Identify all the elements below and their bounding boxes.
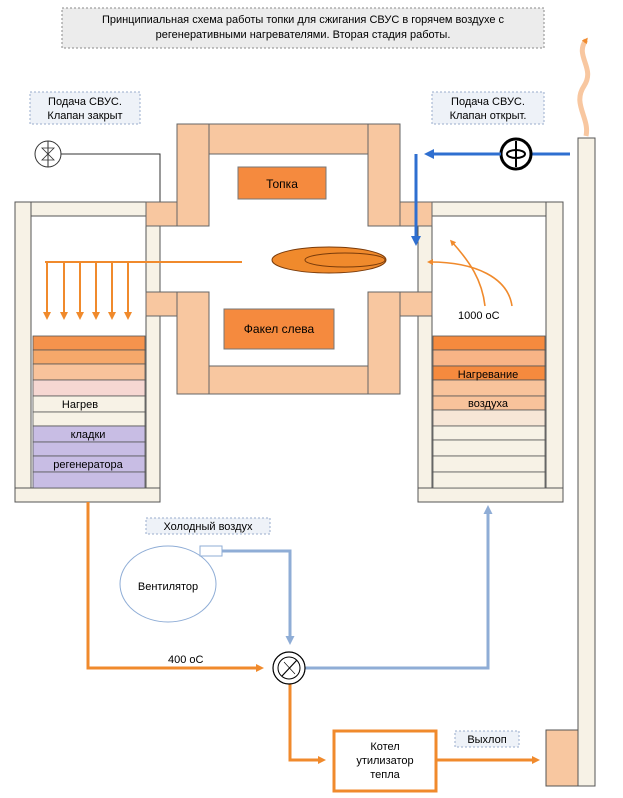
- three-way-valve-icon: [272, 651, 306, 685]
- cold-air-label-box: Холодный воздух: [145, 517, 271, 535]
- outer-casing: [14, 201, 564, 503]
- furnace-label-box: Топка: [237, 166, 327, 200]
- feed-left-line-1: Подача СВУС.: [48, 96, 122, 108]
- left-regen-line-2: кладки: [71, 429, 106, 441]
- valve-closed-icon: [34, 140, 161, 202]
- chimney: [577, 37, 596, 787]
- feed-left-line-2: Клапан закрыт: [47, 110, 122, 122]
- temp-hot-label: 1000 оС: [458, 310, 500, 322]
- chimney-base: [545, 729, 579, 787]
- flame-label: Факел слева: [244, 322, 315, 336]
- title-box: Принципиальная схема работы топки для сж…: [61, 7, 545, 49]
- fan-label: Вентилятор: [138, 581, 198, 593]
- boiler-line-1: Котел: [370, 741, 399, 753]
- boiler-line-2: утилизатор: [356, 755, 413, 767]
- feed-right-line-2: Клапан открыт.: [450, 110, 527, 122]
- hot-air-curved-arrows: [427, 239, 513, 307]
- fan: Вентилятор: [119, 545, 223, 623]
- temp-warm-label: 400 оС: [168, 654, 204, 666]
- left-regen-line-3: регенератора: [53, 459, 123, 471]
- air-lines-blue: [222, 505, 493, 670]
- feed-right-line-1: Подача СВУС.: [451, 96, 525, 108]
- flame-label-box: Факел слева: [223, 308, 335, 350]
- hot-gas-arrows-left: [43, 261, 242, 320]
- exhaust-label-box: Выхлоп: [454, 730, 520, 748]
- boiler-box: Котел утилизатор тепла: [332, 729, 438, 793]
- feed-left-label: Подача СВУС. Клапан закрыт: [29, 91, 141, 125]
- feed-right-label: Подача СВУС. Клапан открыт.: [431, 91, 545, 125]
- right-regen-line-2: воздуха: [468, 398, 509, 410]
- hot-lines-orange: [86, 502, 540, 764]
- feed-line-blue: [411, 149, 501, 246]
- left-regen-line-1: Нагрев: [62, 399, 98, 411]
- valve-open-icon: [499, 137, 570, 171]
- title-line-1: Принципиальная схема работы топки для сж…: [102, 14, 505, 26]
- furnace-brickwork: [145, 123, 433, 395]
- right-regen-line-1: Нагревание: [458, 369, 518, 381]
- flame-icon: [271, 246, 387, 274]
- right-regenerator: [432, 335, 546, 489]
- left-regenerator: [32, 335, 146, 489]
- furnace-label: Топка: [266, 177, 298, 191]
- cold-air-label: Холодный воздух: [163, 521, 253, 533]
- title-line-2: регенеративными нагревателями. Вторая ст…: [156, 29, 451, 41]
- exhaust-label: Выхлоп: [467, 734, 506, 746]
- boiler-line-3: тепла: [370, 769, 400, 781]
